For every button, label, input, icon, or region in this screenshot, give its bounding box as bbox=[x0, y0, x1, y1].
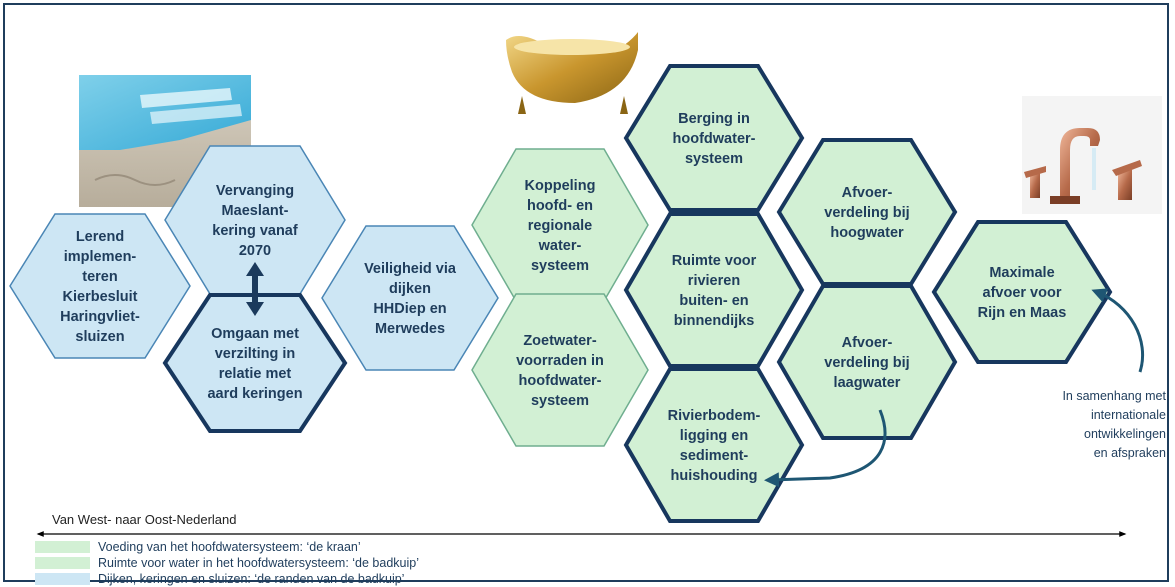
hexagon-label-line: water- bbox=[538, 238, 582, 254]
hexagon-afvoer-hoog: Afvoer-verdeling bij hoogwater bbox=[776, 138, 958, 286]
hexagon-label-line: rivieren bbox=[688, 273, 740, 289]
legend-label: Ruimte voor water in het hoofdwatersyste… bbox=[98, 556, 419, 570]
hexagon-label-line: Maeslant- bbox=[222, 203, 289, 219]
hexagon-omgaan: Omgaan met verzilting in relatie met aard k… bbox=[162, 293, 348, 433]
note-line: internationale bbox=[1091, 408, 1166, 422]
note-line: In samenhang met bbox=[1062, 389, 1166, 403]
hexagon-label-line: Lerend bbox=[76, 229, 124, 245]
hexagon-shape bbox=[623, 212, 805, 368]
hexagon-label-line: dijken bbox=[389, 281, 431, 297]
legend: Voeding van het hoofdwatersysteem: ‘de k… bbox=[35, 540, 419, 586]
hexagon-koppeling: Koppeling hoofd- en regionale water-systeem bbox=[471, 148, 649, 302]
hexagon-shape bbox=[931, 220, 1113, 364]
hexagon-shape bbox=[321, 225, 499, 371]
hexagon-label-line: Merwedes bbox=[375, 321, 445, 337]
hexagon-label-line: Vervanging bbox=[216, 183, 294, 199]
hexagon-label-line: Koppeling bbox=[525, 178, 596, 194]
hexagon-label-line: HHDiep en bbox=[373, 301, 446, 317]
legend-swatch bbox=[35, 557, 90, 569]
curved-arrow-laagwater bbox=[764, 409, 887, 488]
faucet-photo bbox=[1022, 96, 1162, 214]
hexagon-label-line: verzilting in bbox=[215, 346, 296, 362]
hexagon-label-line: systeem bbox=[531, 258, 589, 274]
hexagon-layer: Lerend implemen-terenKierbesluitHaringvli… bbox=[9, 64, 1113, 523]
hexagon-label-line: sediment- bbox=[680, 448, 749, 464]
hexagon-label-line: implemen- bbox=[64, 249, 137, 265]
hexagon-rivierbodem: Rivierbodem-ligging en sediment-huishoudi… bbox=[623, 367, 805, 523]
hexagon-label-line: systeem bbox=[685, 151, 743, 167]
curved-arrow-international bbox=[1091, 288, 1145, 373]
hexagon-label-line: Zoetwater- bbox=[523, 333, 596, 349]
hexagon-label-line: Ruimte voor bbox=[672, 253, 757, 269]
hexagon-label-line: buiten- en bbox=[679, 293, 748, 309]
hexagon-label-line: 2070 bbox=[239, 243, 271, 259]
hexagon-shape bbox=[623, 367, 805, 523]
west-east-axis: Van West- naar Oost-Nederland bbox=[36, 512, 1127, 537]
hexagon-lerend: Lerend implemen-terenKierbesluitHaringvli… bbox=[9, 213, 191, 359]
hexagon-shape bbox=[776, 284, 958, 440]
legend-swatch bbox=[35, 573, 90, 585]
hexagon-label-line: Maximale bbox=[989, 265, 1054, 281]
hexagon-label-line: regionale bbox=[528, 218, 592, 234]
hexagon-label-line: Omgaan met bbox=[211, 326, 299, 342]
legend-label: Voeding van het hoofdwatersysteem: ‘de k… bbox=[98, 540, 361, 554]
note-line: ontwikkelingen bbox=[1084, 427, 1166, 441]
legend-swatch bbox=[35, 541, 90, 553]
axis-label: Van West- naar Oost-Nederland bbox=[52, 512, 237, 527]
hexagon-shape bbox=[471, 293, 649, 447]
hexagon-label-line: binnendijks bbox=[674, 313, 755, 329]
legend-label: Dijken, keringen en sluizen: ‘de randen … bbox=[98, 572, 404, 586]
hexagon-label-line: Rijn en Maas bbox=[978, 305, 1067, 321]
hexagon-label-line: ligging en bbox=[680, 428, 748, 444]
hexagon-label-line: sluizen bbox=[75, 329, 124, 345]
hexagon-label-line: huishouding bbox=[671, 468, 758, 484]
note-line: en afspraken bbox=[1094, 446, 1166, 460]
bathtub-photo bbox=[500, 22, 642, 127]
hexagon-label-line: Veiligheid via bbox=[364, 261, 457, 277]
hexagon-label-line: systeem bbox=[531, 393, 589, 409]
hexagon-label-line: Kierbesluit bbox=[63, 289, 138, 305]
hexagon-shape bbox=[9, 213, 191, 359]
double-arrow bbox=[246, 262, 264, 316]
hexagon-label-line: Haringvliet- bbox=[60, 309, 140, 325]
hexagon-label-line: Afvoer- bbox=[842, 335, 893, 351]
hexagon-label-line: hoofdwater- bbox=[673, 131, 756, 147]
hexagon-label-line: Berging in bbox=[678, 111, 750, 127]
hexagon-label-line: verdeling bij bbox=[824, 205, 909, 221]
hexagon-shape bbox=[162, 293, 348, 433]
hexagon-label-line: aard keringen bbox=[207, 386, 302, 402]
hexagon-label-line: afvoer voor bbox=[983, 285, 1062, 301]
international-note: In samenhang met internationale ontwikkeli… bbox=[1062, 389, 1166, 460]
hexagon-label-line: voorraden in bbox=[516, 353, 604, 369]
hexagon-label-line: Afvoer- bbox=[842, 185, 893, 201]
hexagon-label-line: laagwater bbox=[834, 375, 901, 391]
hexagon-label-line: kering vanaf bbox=[212, 223, 298, 239]
hexagon-label-line: hoogwater bbox=[830, 225, 904, 241]
diagram-frame bbox=[3, 3, 1169, 582]
hexagon-zoetwater: Zoetwater-voorraden in hoofdwater-systeem bbox=[471, 293, 649, 447]
hexagon-label-line: verdeling bij bbox=[824, 355, 909, 371]
hexagon-shape bbox=[623, 64, 805, 212]
hexagon-label-line: Rivierbodem- bbox=[668, 408, 761, 424]
hexagon-berging: Berging in hoofdwater-systeem bbox=[623, 64, 805, 212]
hexagon-label-line: relatie met bbox=[219, 366, 292, 382]
hexagon-label-line: hoofdwater- bbox=[519, 373, 602, 389]
hexagon-label-line: teren bbox=[82, 269, 117, 285]
hexagon-label-line: hoofd- en bbox=[527, 198, 593, 214]
hexagon-ruimte: Ruimte voor rivieren buiten- en binnendijks bbox=[623, 212, 805, 368]
hexagon-afvoer-laag: Afvoer-verdeling bij laagwater bbox=[776, 284, 958, 440]
